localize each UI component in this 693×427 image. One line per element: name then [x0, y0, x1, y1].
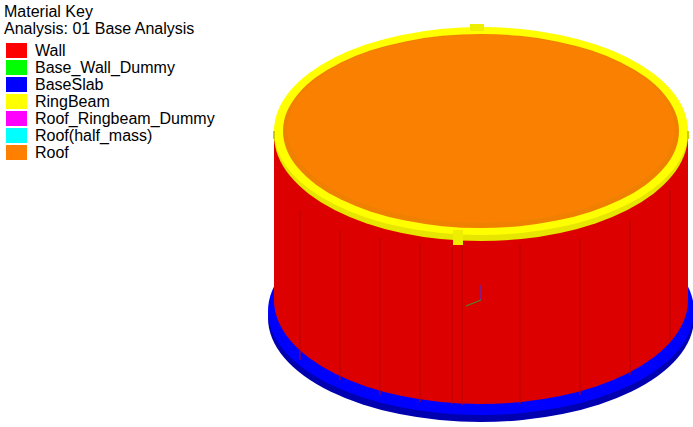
legend-row: Roof_Ringbeam_Dummy: [4, 110, 215, 127]
legend-text: Roof_Ringbeam_Dummy: [35, 110, 215, 127]
legend-text: BaseSlab: [35, 76, 104, 93]
legend-swatch: [6, 145, 27, 160]
key-gap: [4, 37, 215, 42]
legend-text: Roof: [35, 144, 69, 161]
legend-text: Wall: [35, 42, 66, 59]
legend-text: Roof(half_mass): [35, 127, 152, 144]
legend-swatch: [6, 60, 27, 75]
material-key: Material KeyAnalysis: 01 Base AnalysisWa…: [4, 3, 215, 161]
legend-swatch: [6, 128, 27, 143]
roof: [283, 34, 679, 228]
legend-text: RingBeam: [35, 93, 110, 110]
roof-shade: [287, 35, 675, 223]
ring-beam-splice: [470, 24, 484, 31]
legend-swatch: [6, 77, 27, 92]
legend-row: RingBeam: [4, 93, 215, 110]
axis-triad: [466, 285, 481, 306]
key-title: Material Key: [4, 3, 215, 20]
legend-row: Roof: [4, 144, 215, 161]
legend-swatch: [6, 111, 27, 126]
legend-row: Wall: [4, 42, 215, 59]
legend-row: BaseSlab: [4, 76, 215, 93]
legend-text: Base_Wall_Dummy: [35, 59, 175, 76]
ring-beam-top: [274, 27, 688, 235]
legend-row: Base_Wall_Dummy: [4, 59, 215, 76]
ring-beam-splice: [453, 230, 463, 245]
legend-row: Roof(half_mass): [4, 127, 215, 144]
legend-swatch: [6, 94, 27, 109]
analysis-label: Analysis: 01 Base Analysis: [4, 20, 215, 37]
legend-swatch: [6, 43, 27, 58]
